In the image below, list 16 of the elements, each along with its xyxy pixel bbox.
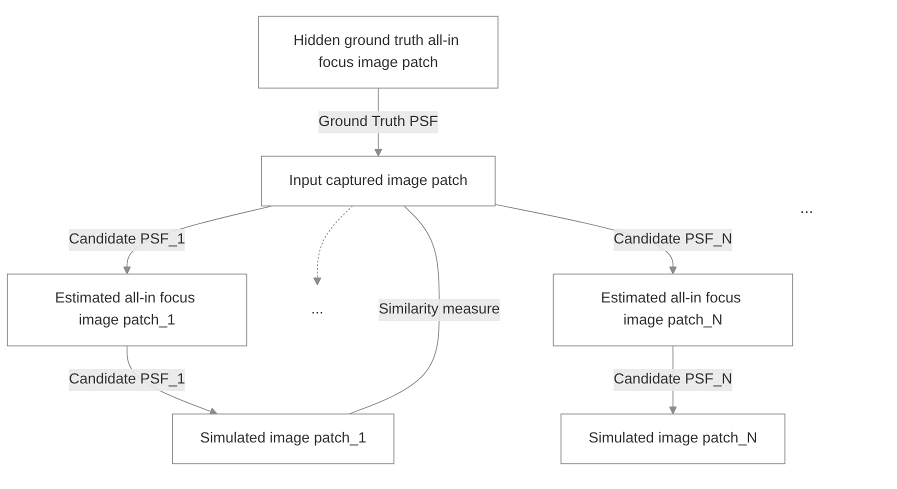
edge-label: Candidate PSF_N xyxy=(614,232,732,248)
connector xyxy=(348,205,440,414)
node-box: Input captured image patch xyxy=(260,156,496,206)
node-box: Estimated all-in focus image patch_N xyxy=(552,274,794,346)
node-box: Hidden ground truth all-in focus image patch xyxy=(258,16,498,89)
edge-label: Similarity measure xyxy=(378,302,500,318)
edge-label: Candidate PSF_1 xyxy=(68,372,186,388)
node-box: Simulated image patch_N xyxy=(560,414,786,464)
node-box: Simulated image patch_1 xyxy=(172,414,394,464)
node-text: ... xyxy=(311,302,324,318)
ellipsis-text: ... xyxy=(800,200,814,218)
arrow xyxy=(313,205,354,286)
edge-label: Candidate PSF_1 xyxy=(68,232,186,248)
edge-label: Ground Truth PSF xyxy=(318,114,438,130)
node-box: Estimated all-in focus image patch_1 xyxy=(6,274,248,346)
edge-label: Candidate PSF_N xyxy=(614,372,732,388)
